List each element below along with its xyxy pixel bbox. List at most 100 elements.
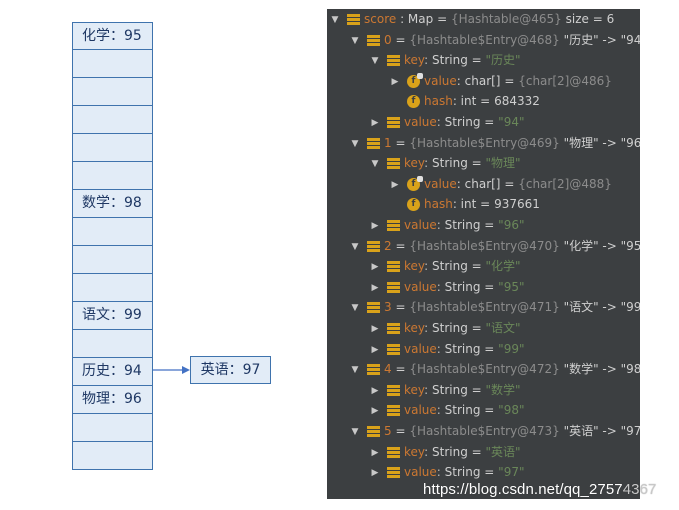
field-name: key [404, 321, 425, 335]
object-field-icon [387, 117, 400, 128]
tree-entry[interactable]: ▼3 = {Hashtable$Entry@471} "语文" -> "99" [349, 297, 640, 317]
tree-value[interactable]: ▶value: String = "98" [369, 400, 525, 420]
collapsed-toggle-icon[interactable]: ▶ [371, 261, 379, 272]
expanded-toggle-icon[interactable]: ▼ [351, 241, 359, 252]
object-field-icon [387, 467, 400, 478]
object-ref: {Hashtable@465} [450, 12, 562, 26]
field-type: String [432, 383, 468, 397]
string-value: "95" [498, 280, 525, 294]
field-icon: f [407, 176, 423, 191]
bucket-slot: 物理：96 [72, 386, 153, 414]
equals: = [395, 239, 406, 253]
string-value: "97" [498, 465, 525, 479]
field-name: value [424, 177, 457, 191]
tree-key[interactable]: ▶key: String = "数学" [369, 380, 521, 400]
field-value: 684332 [494, 94, 540, 108]
collapsed-toggle-icon[interactable]: ▶ [371, 385, 379, 396]
tree-entry[interactable]: ▼ 2 = {Hashtable$Entry@470} "化学" -> "95" [349, 236, 640, 256]
expanded-toggle-icon[interactable]: ▼ [351, 302, 359, 313]
collapsed-toggle-icon[interactable]: ▶ [371, 282, 379, 293]
expanded-toggle-icon[interactable]: ▼ [371, 158, 379, 169]
tree-key[interactable]: ▼key: String = "物理" [369, 153, 521, 173]
tree-key[interactable]: ▼key: String = "历史" [369, 50, 521, 70]
tree-entry[interactable]: ▼0 = {Hashtable$Entry@468} "历史" -> "94" [349, 30, 640, 50]
expanded-toggle-icon[interactable]: ▼ [351, 138, 359, 149]
tree-value[interactable]: ▶value: String = "94" [369, 112, 525, 132]
entry-index: 2 [384, 239, 392, 253]
equals: = [484, 465, 495, 479]
tree-key[interactable]: ▶key: String = "语文" [369, 318, 521, 338]
entry-summary: "语文" -> "99" [563, 300, 640, 314]
field-type: String [432, 259, 468, 273]
entry-summary: "英语" -> "97" [563, 424, 640, 438]
bucket-slot [72, 414, 153, 442]
expanded-toggle-icon[interactable]: ▼ [351, 35, 359, 46]
equals: = [504, 177, 515, 191]
collapsed-toggle-icon[interactable]: ▶ [371, 220, 379, 231]
field-name: key [404, 53, 425, 67]
tree-key[interactable]: ▶key: String = "英语" [369, 442, 521, 462]
bucket-slot [72, 442, 153, 470]
string-value: "语文" [485, 321, 521, 335]
entry-summary: "化学" -> "95" [563, 239, 640, 253]
object-ref: {Hashtable$Entry@470} [409, 239, 560, 253]
collapsed-toggle-icon[interactable]: ▶ [371, 344, 379, 355]
equals: = [504, 74, 515, 88]
expanded-toggle-icon[interactable]: ▼ [331, 14, 339, 25]
collapsed-toggle-icon[interactable]: ▶ [371, 405, 379, 416]
collapsed-toggle-icon[interactable]: ▶ [371, 323, 379, 334]
expanded-toggle-icon[interactable]: ▼ [351, 364, 359, 375]
bucket-slot [72, 246, 153, 274]
debugger-variables-panel[interactable]: ▼score : Map = {Hashtable@465} size = 6▼… [327, 9, 640, 499]
expanded-toggle-icon[interactable]: ▼ [351, 426, 359, 437]
collapsed-toggle-icon[interactable]: ▶ [371, 447, 379, 458]
field-type: : char[] [456, 74, 501, 88]
bucket-slot [72, 78, 153, 106]
field-type: : char[] [456, 177, 501, 191]
tree-value[interactable]: ▶value: String = "96" [369, 215, 525, 235]
tree-entry[interactable]: ▼4 = {Hashtable$Entry@472} "数学" -> "98" [349, 359, 640, 379]
string-value: "98" [498, 403, 525, 417]
entry-index: 4 [384, 362, 392, 376]
collapsed-toggle-icon[interactable]: ▶ [391, 76, 399, 87]
tree-value[interactable]: ▶value: String = "97" [369, 462, 525, 482]
entry-summary: "物理" -> "96" [563, 136, 640, 150]
object-field-icon [367, 241, 380, 252]
field-name: value [404, 218, 437, 232]
tree-root-score[interactable]: ▼score : Map = {Hashtable@465} size = 6 [329, 9, 615, 29]
bucket-slot [72, 274, 153, 302]
object-field-icon [367, 426, 380, 437]
equals: = [395, 424, 406, 438]
equals: = [484, 115, 495, 129]
watermark: https://blog.csdn.net/qq_27574367 [423, 481, 657, 498]
tree-value[interactable]: ▶value: String = "99" [369, 339, 525, 359]
tree-entry[interactable]: ▼1 = {Hashtable$Entry@469} "物理" -> "96" [349, 133, 640, 153]
object-ref: {Hashtable$Entry@469} [409, 136, 560, 150]
bucket-slot [72, 134, 153, 162]
object-field-icon [347, 14, 360, 25]
expanded-toggle-icon[interactable]: ▼ [371, 55, 379, 66]
field-type: : int [452, 94, 477, 108]
tree-entry[interactable]: ▼5 = {Hashtable$Entry@473} "英语" -> "97" [349, 421, 640, 441]
bucket-slot: 数学：98 [72, 190, 153, 218]
equals: = [395, 136, 406, 150]
equals: = [471, 53, 482, 67]
object-field-icon [367, 302, 380, 313]
object-field-icon [387, 55, 400, 66]
collapsed-toggle-icon[interactable]: ▶ [391, 179, 399, 190]
entry-summary: "历史" -> "94" [563, 33, 640, 47]
collapsed-toggle-icon[interactable]: ▶ [371, 117, 379, 128]
field-icon: f [407, 95, 420, 108]
equals: = [395, 362, 406, 376]
tree-value[interactable]: ▶value: String = "95" [369, 277, 525, 297]
chain-node: 英语：97 [190, 356, 271, 384]
equals: = [484, 218, 495, 232]
tree-key[interactable]: ▶key: String = "化学" [369, 256, 521, 276]
string-value: "物理" [485, 156, 521, 170]
collapsed-toggle-icon[interactable]: ▶ [371, 467, 379, 478]
